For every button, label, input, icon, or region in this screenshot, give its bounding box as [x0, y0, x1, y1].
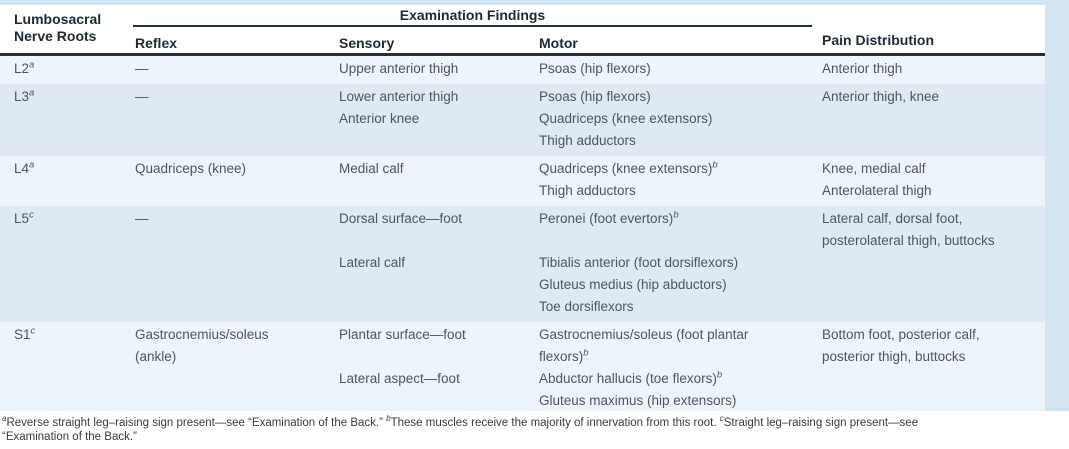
- cell-line: L4a: [14, 159, 35, 176]
- cell-sensory: Upper anterior thigh: [337, 59, 537, 81]
- cell-reflex: —: [133, 209, 337, 319]
- header-pain-distribution: Pain Distribution: [822, 32, 934, 48]
- cell-line: posterolateral thigh, buttocks: [822, 233, 995, 248]
- table-footnotes: aReverse straight leg–raising sign prese…: [0, 411, 1069, 449]
- cell-reflex: —: [133, 87, 337, 153]
- header-motor: Motor: [539, 35, 578, 51]
- footnote-line: “Examination of the Back.”: [2, 431, 137, 443]
- cell-line: Thigh adductors: [539, 133, 636, 148]
- header-nerve-roots: Lumbosacral Nerve Roots: [14, 11, 102, 44]
- cell-line: Lower anterior thigh: [339, 89, 459, 104]
- cell-line: Quadriceps (knee extensors)b: [539, 159, 718, 176]
- table-row: L4a Quadriceps (knee) Medial calf Quadricep…: [0, 156, 1045, 206]
- cell-line: Gluteus maximus (hip extensors): [539, 393, 737, 408]
- cell-root: S1c: [0, 325, 133, 413]
- cell-line: Dorsal surface—foot: [339, 211, 463, 226]
- cell-line: (ankle): [135, 349, 177, 364]
- cell-pain: Anterior thigh, knee: [820, 87, 1045, 153]
- cell-line: Gastrocnemius/soleus (foot plantar: [539, 327, 749, 342]
- cell-line: L3a: [14, 87, 35, 104]
- cell-pain: Bottom foot, posterior calf, posterior th…: [820, 325, 1045, 413]
- cell-line: Abductor hallucis (toe flexors)b: [539, 369, 723, 386]
- cell-line: Plantar surface—foot: [339, 327, 466, 342]
- examination-findings-group: Examination Findings Reflex Sensory Moto…: [133, 5, 820, 53]
- cell-reflex: Gastrocnemius/soleus (ankle): [133, 325, 337, 413]
- right-margin-strip: [1045, 5, 1069, 411]
- table-row: L2a — Upper anterior thigh Psoas (hip flexo…: [0, 56, 1045, 84]
- cell-line: —: [135, 89, 149, 104]
- cell-line: Thigh adductors: [539, 183, 636, 198]
- cell-line: Tibialis anterior (foot dorsiflexors): [539, 255, 739, 270]
- cell-reflex: Quadriceps (knee): [133, 159, 337, 203]
- cell-line: Bottom foot, posterior calf,: [822, 327, 980, 342]
- cell-root: L5c: [0, 209, 133, 319]
- cell-line: Toe dorsiflexors: [539, 299, 634, 314]
- top-margin-strip: [0, 0, 1069, 5]
- cell-line: —: [135, 211, 149, 226]
- cell-root: L2a: [0, 59, 133, 81]
- table-header-row: Lumbosacral Nerve Roots Examination Find…: [0, 5, 1045, 56]
- cell-line: Gastrocnemius/soleus: [135, 327, 269, 342]
- cell-motor: Gastrocnemius/soleus (foot plantar flexor…: [537, 325, 820, 413]
- cell-line: Anterolateral thigh: [822, 183, 932, 198]
- cell-line: —: [135, 61, 149, 76]
- cell-line: Lateral calf, dorsal foot,: [822, 211, 963, 226]
- cell-motor: Psoas (hip flexors): [537, 59, 820, 81]
- cell-line: flexors)b: [539, 347, 589, 364]
- cell-line: Upper anterior thigh: [339, 61, 459, 76]
- cell-line: L5c: [14, 209, 34, 226]
- cell-line: Anterior thigh, knee: [822, 89, 940, 104]
- table-row: S1c Gastrocnemius/soleus (ankle) Plantar su…: [0, 322, 1045, 416]
- cell-line: Knee, medial calf: [822, 161, 926, 176]
- header-sensory: Sensory: [339, 35, 395, 51]
- cell-reflex: —: [133, 59, 337, 81]
- cell-pain: Anterior thigh: [820, 59, 1045, 81]
- cell-line: Lateral aspect—foot: [339, 371, 460, 386]
- cell-line: posterior thigh, buttocks: [822, 349, 966, 364]
- cell-line: Quadriceps (knee): [135, 161, 247, 176]
- cell-sensory: Medial calf: [337, 159, 537, 203]
- cell-root: L3a: [0, 87, 133, 153]
- cell-line: Peronei (foot evertors)b: [539, 209, 679, 226]
- cell-line: Medial calf: [339, 161, 404, 176]
- cell-line: S1c: [14, 325, 36, 342]
- cell-line: Anterior thigh: [822, 61, 903, 76]
- footnote-line: aReverse straight leg–raising sign prese…: [2, 414, 919, 429]
- lumbosacral-nerve-roots-table: Lumbosacral Nerve Roots Examination Find…: [0, 5, 1045, 416]
- cell-line: Quadriceps (knee extensors): [539, 111, 713, 126]
- cell-line: L2a: [14, 59, 35, 76]
- examination-subheaders: Reflex Sensory Motor: [133, 27, 820, 52]
- cell-line: Psoas (hip flexors): [539, 61, 651, 76]
- cell-pain: Lateral calf, dorsal foot, posterolateral…: [820, 209, 1045, 319]
- cell-line: Lateral calf: [339, 255, 406, 270]
- cell-line: Psoas (hip flexors): [539, 89, 651, 104]
- header-reflex: Reflex: [135, 35, 178, 51]
- cell-line: Anterior knee: [339, 111, 420, 126]
- cell-root: L4a: [0, 159, 133, 203]
- header-examination-findings: Examination Findings: [133, 5, 812, 27]
- cell-line: Gluteus medius (hip abductors): [539, 277, 727, 292]
- cell-motor: Psoas (hip flexors) Quadriceps (knee exte…: [537, 87, 820, 153]
